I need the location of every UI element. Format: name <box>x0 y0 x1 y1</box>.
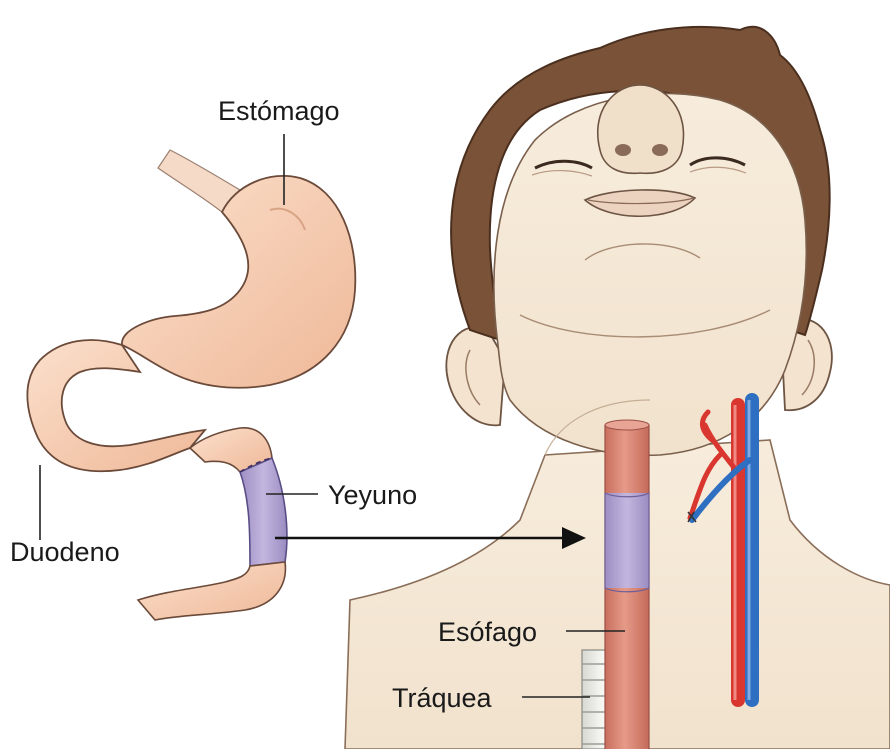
label-jejunum: Yeyuno <box>328 480 417 510</box>
label-stomach: Estómago <box>218 96 340 126</box>
jejunum-lower <box>138 562 285 620</box>
jejunum-segment <box>240 458 287 566</box>
label-duodenum: Duodeno <box>10 537 120 567</box>
label-esophagus: Esófago <box>438 617 537 647</box>
left-ear <box>446 327 505 425</box>
patient-head-and-neck <box>345 27 890 749</box>
stomach <box>122 176 355 388</box>
jejunum-graft-in-esophagus <box>605 493 649 592</box>
label-trachea: Tráquea <box>392 683 493 713</box>
nose <box>598 85 684 173</box>
